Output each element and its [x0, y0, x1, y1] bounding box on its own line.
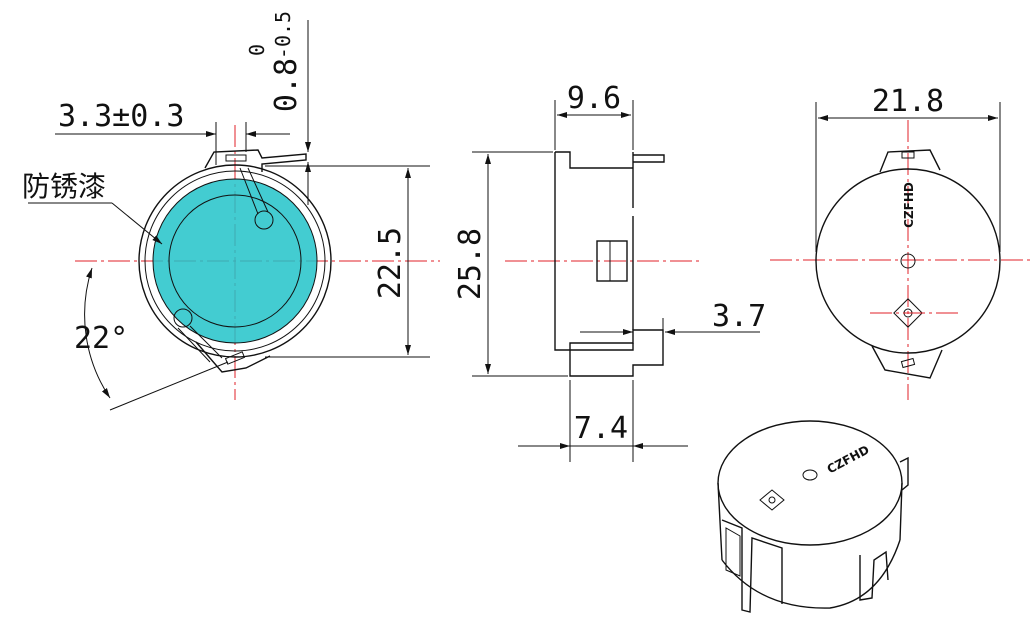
rear-top-tab	[879, 149, 941, 173]
dim-thickness-tol-lower: -0.5	[271, 11, 295, 59]
dim-front-height: 22.5	[373, 227, 408, 299]
coating-label: 防锈漆	[22, 170, 106, 203]
angle-arc	[84, 267, 111, 399]
rear-view: CZFHD 21.8	[770, 84, 1030, 400]
bottom-terminal-slot	[224, 351, 246, 365]
side-top-terminal	[633, 154, 665, 163]
dim-angle: 22°	[74, 321, 128, 356]
side-bottom-terminal	[569, 329, 664, 377]
rear-brand-text: CZFHD	[902, 182, 916, 228]
rear-outer-circle	[815, 168, 1001, 354]
rear-bottom-tab	[871, 345, 943, 379]
dim-rear-diameter: 21.8	[872, 84, 944, 119]
bottom-terminal	[195, 341, 271, 373]
rear-bottom-slot	[900, 357, 916, 369]
front-outer-circle	[138, 164, 332, 358]
lead-top	[239, 167, 269, 215]
lead-bottom	[177, 325, 223, 363]
side-body	[554, 151, 634, 351]
solder-pad-top	[254, 210, 274, 230]
dim-thickness: 0.8	[269, 58, 304, 112]
rear-sound-hole	[900, 253, 916, 269]
front-view: 22.5 3.3±0.3 0.8 0 -0.5 防锈漆 22°	[22, 11, 440, 411]
dim-thickness-tol-upper: 0	[245, 44, 269, 56]
iso-bottom-curve	[721, 539, 901, 609]
front-disc-circle	[152, 178, 318, 344]
iso-top-face	[717, 420, 903, 546]
coating-leader-arrow	[111, 202, 163, 245]
dim-side-height: 25.8	[453, 228, 488, 300]
front-inner-ring	[168, 194, 302, 328]
iso-left-terminal-window	[725, 527, 741, 577]
rust-coating-area	[153, 179, 317, 343]
dim-side-bottom: 7.4	[574, 411, 628, 446]
dim-side-top: 9.6	[567, 81, 621, 116]
iso-view: CZFHD	[717, 420, 909, 613]
iso-polarity-symbol	[759, 489, 785, 511]
rear-polarity-symbol	[893, 298, 923, 328]
iso-sides	[717, 482, 903, 561]
top-terminal-slot	[225, 154, 247, 162]
iso-polarity-dot	[768, 496, 776, 504]
iso-left-terminal	[721, 519, 783, 613]
iso-right-terminal	[859, 550, 889, 601]
front-outer-inner-circle	[144, 170, 326, 352]
angle-ref-line	[109, 361, 229, 411]
iso-brand-text: CZFHD	[825, 443, 872, 477]
side-center-bump	[596, 240, 628, 282]
iso-sound-hole	[802, 469, 818, 481]
rear-top-slot	[901, 151, 915, 159]
iso-right-pin	[899, 456, 909, 491]
dim-side-offset: 3.7	[712, 299, 766, 334]
solder-pad-bottom	[173, 308, 193, 328]
side-view: 9.6 25.8 3.7 7.4	[453, 81, 766, 462]
dim-terminal-width: 3.3±0.3	[58, 99, 184, 134]
top-terminal	[204, 149, 307, 172]
